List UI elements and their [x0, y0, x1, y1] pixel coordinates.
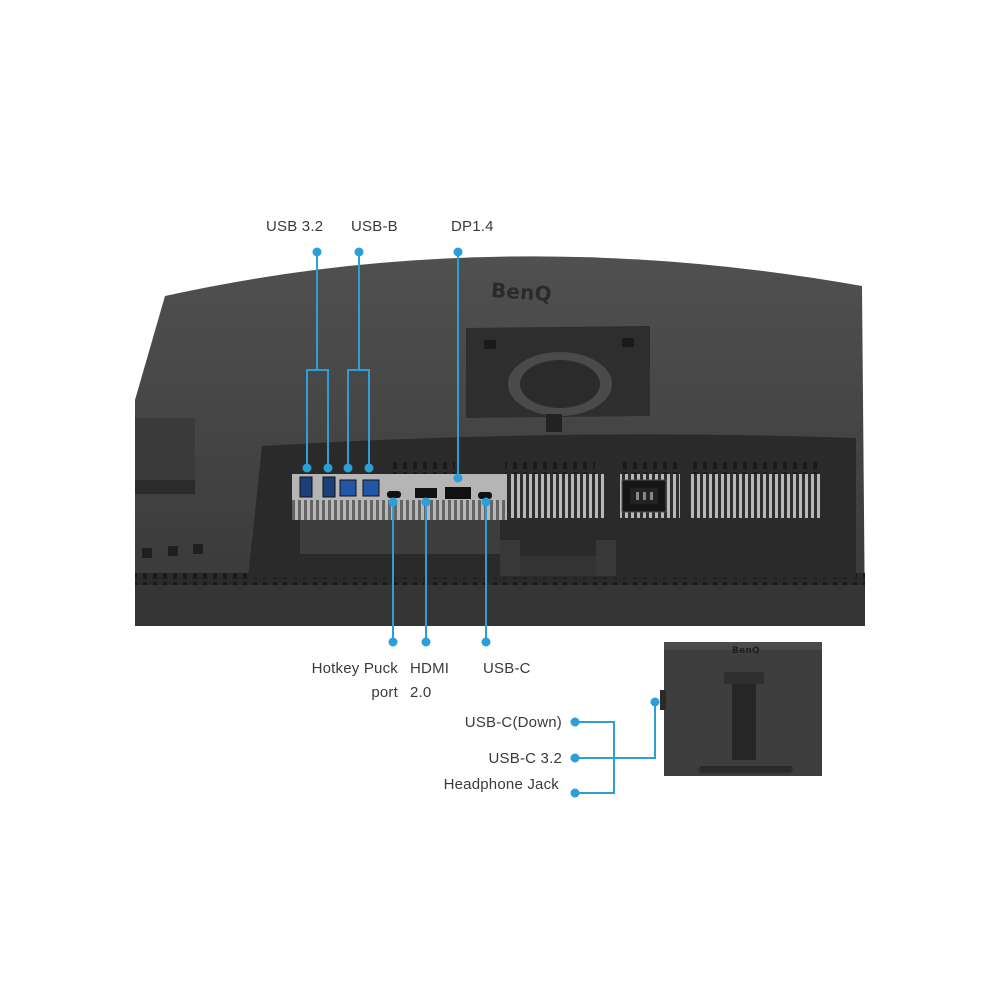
- cable-clip: [596, 540, 616, 576]
- callout-dot: [388, 637, 398, 647]
- label-headphone-jack: Headphone Jack: [443, 776, 559, 793]
- callout-dot: [388, 497, 398, 507]
- callout-dot: [364, 463, 374, 473]
- side-button: [193, 544, 203, 554]
- label-dp14: DP1.4: [451, 218, 494, 235]
- hdmi-port: [415, 488, 437, 498]
- label-usb32: USB 3.2: [266, 218, 324, 235]
- callout-dot: [570, 788, 580, 798]
- side-button-panel: [135, 418, 195, 488]
- hotkey-puck-port: [387, 491, 401, 498]
- label-hotkey-port: port: [371, 684, 398, 701]
- label-usbc32: USB-C 3.2: [488, 750, 562, 767]
- dp-port: [445, 487, 471, 499]
- callout-dot: [323, 463, 333, 473]
- usbb-port-1: [339, 479, 357, 497]
- callout-dot: [481, 497, 491, 507]
- callout-dot: [453, 473, 463, 483]
- usb32-port-2: [322, 476, 336, 498]
- label-usbb: USB-B: [351, 218, 398, 235]
- label-hdmi-version: 2.0: [410, 684, 432, 701]
- callout-dot: [570, 717, 580, 727]
- callout-dot: [312, 247, 322, 257]
- label-usbc-down: USB-C(Down): [464, 714, 562, 731]
- label-hotkey-puck: Hotkey Puck: [311, 660, 398, 677]
- callout-dot: [650, 697, 660, 707]
- usbc-port: [478, 492, 492, 499]
- callout-dot: [421, 637, 431, 647]
- cable-clip: [500, 540, 520, 576]
- callout-dot: [453, 247, 463, 257]
- label-hdmi: HDMI: [410, 660, 450, 677]
- side-button: [142, 548, 152, 558]
- callout-dot: [421, 497, 431, 507]
- callout-dot: [343, 463, 353, 473]
- side-button: [168, 546, 178, 556]
- label-usbc: USB-C: [483, 660, 531, 677]
- usb32-port-1: [299, 476, 313, 498]
- callout-dot: [302, 463, 312, 473]
- callout-dot: [354, 247, 364, 257]
- callout-dot: [481, 637, 491, 647]
- usbb-port-2: [362, 479, 380, 497]
- callout-dot: [570, 753, 580, 763]
- brand-logo-small: BenQ: [732, 646, 760, 656]
